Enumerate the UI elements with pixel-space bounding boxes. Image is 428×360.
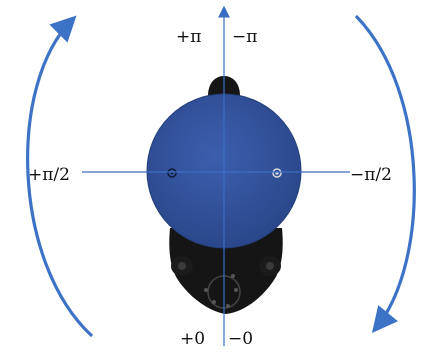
label-plus-zero: +0 — [180, 329, 205, 349]
device-lower-body — [169, 228, 283, 314]
label-plus-pi-over-2: +π/2 — [28, 165, 70, 185]
motor-screw-3 — [231, 274, 235, 278]
disc-screw-right — [272, 168, 282, 178]
right-rotation-arc-curved-arrow-icon — [354, 14, 416, 333]
left-rotation-arc-curved-arrow-icon — [26, 15, 94, 338]
motor-screw-4 — [234, 288, 238, 292]
label-minus-pi-over-2: −π/2 — [350, 165, 392, 185]
disc-screw-left — [167, 168, 177, 178]
label-minus-zero: −0 — [228, 329, 253, 349]
motor-screw-1 — [204, 288, 208, 292]
lidar-sensor-top-view-icon — [146, 76, 302, 314]
label-plus-pi: +π — [176, 27, 201, 47]
label-minus-pi: −π — [232, 27, 257, 47]
label-minus-pi-over-2-text: −π/2 — [350, 165, 392, 185]
motor-screw-2 — [212, 300, 216, 304]
label-plus-pi-over-2-text: +π/2 — [28, 165, 70, 185]
device-right-ear-hole — [266, 262, 274, 270]
motor-screw-5 — [226, 304, 230, 308]
device-left-ear-hole — [178, 262, 186, 270]
